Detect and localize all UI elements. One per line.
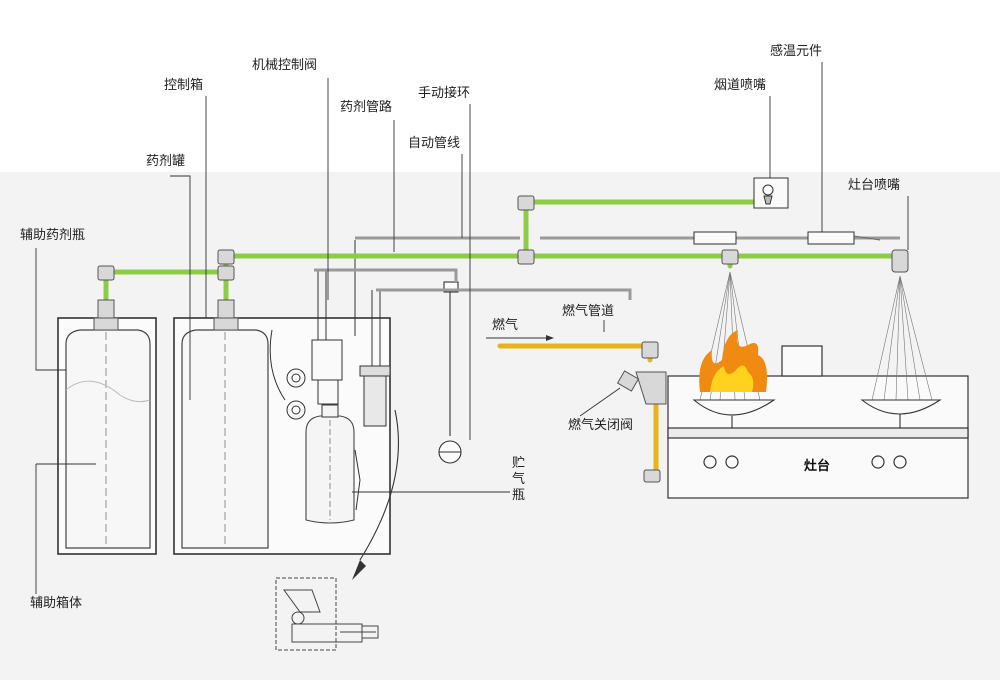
label-gas-pipeline: 燃气管道 <box>562 304 615 319</box>
gas-arrow <box>486 335 554 341</box>
label-mechanical-valve: 机械控制阀 <box>252 58 318 73</box>
label-agent-tank: 药剂罐 <box>146 154 186 169</box>
aux-agent-bottle <box>65 329 151 549</box>
flue-nozzle <box>753 177 789 209</box>
pipe-fittings <box>93 195 909 331</box>
label-stove: 灶台 <box>804 459 831 474</box>
mechanical-valve <box>269 240 391 511</box>
label-flue-nozzle: 烟道喷嘴 <box>714 78 767 93</box>
flame-icon <box>699 330 767 392</box>
label-aux-agent-bottle: 辅助药剂瓶 <box>20 228 86 243</box>
manual-ring <box>438 281 462 464</box>
label-manual-ring: 手动接环 <box>418 86 471 101</box>
valve-detail <box>275 577 379 651</box>
label-gas-cylinder: 贮气瓶 <box>512 456 526 503</box>
label-control-box: 控制箱 <box>164 78 204 93</box>
detail-arrow-line <box>359 409 400 561</box>
label-stove-nozzle: 灶台喷嘴 <box>848 178 901 193</box>
detail-arrow-head <box>352 560 366 580</box>
label-auto-line: 自动管线 <box>408 136 461 151</box>
label-agent-pipeline: 药剂管路 <box>340 100 393 115</box>
gas-cylinder <box>305 404 355 524</box>
pans <box>692 399 942 428</box>
temp-sensor <box>693 231 881 245</box>
label-gas-shutoff-valve: 燃气关闭阀 <box>568 418 634 433</box>
gas-shutoff-valve <box>616 341 667 483</box>
leader-lines <box>35 62 909 594</box>
label-aux-box: 辅助箱体 <box>30 596 83 611</box>
spray-right <box>871 275 933 401</box>
label-gas: 燃气 <box>492 318 519 333</box>
stove <box>667 345 969 499</box>
agent-tank <box>181 329 269 549</box>
label-temp-sensor: 感温元件 <box>770 44 823 59</box>
